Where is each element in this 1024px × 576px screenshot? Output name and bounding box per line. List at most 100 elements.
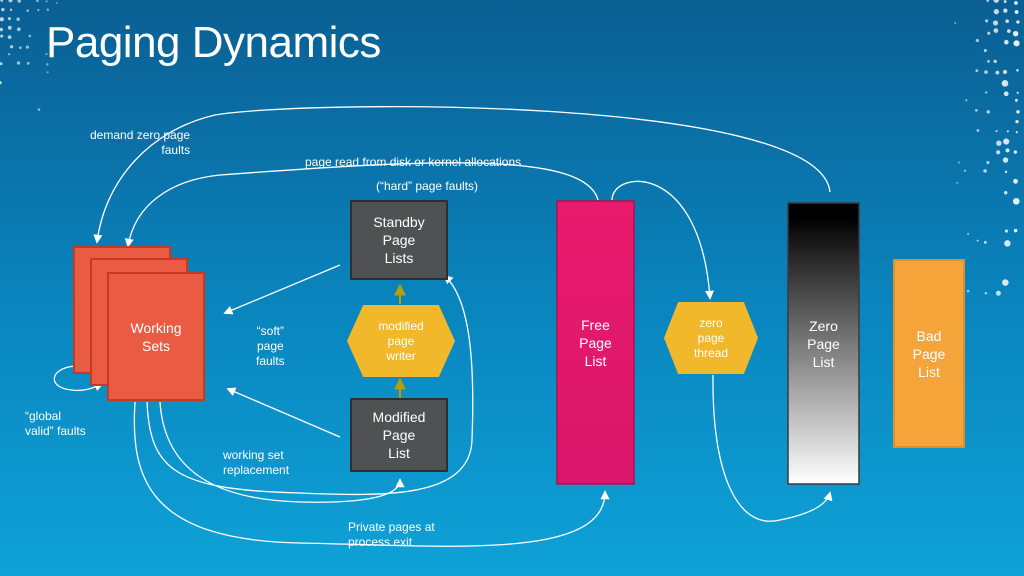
decor-dot (0, 17, 4, 22)
decor-dot (7, 35, 12, 40)
decor-dot (975, 38, 979, 43)
decor-dot (984, 70, 988, 74)
decor-dot (37, 8, 40, 12)
decor-dot (954, 21, 957, 24)
decor-dot (26, 61, 30, 65)
label-demand-zero-page-faults: demand zero page faults (90, 128, 191, 157)
decor-dot (16, 61, 21, 65)
decor-dot (55, 1, 58, 4)
decor-dot (1013, 40, 1020, 47)
decor-dot (1005, 148, 1010, 153)
decor-dot (1015, 98, 1018, 102)
decor-dot (996, 140, 1002, 146)
decor-dot (1001, 80, 1009, 87)
arrow-soft-standby (223, 264, 341, 315)
decor-dot (993, 9, 1000, 15)
decor-dot (995, 130, 998, 133)
decor-dot (986, 0, 989, 2)
modified-page-writer-hex: modified page writer (347, 305, 455, 377)
working-sets-box: Working Sets (107, 272, 205, 401)
decor-dot (1012, 30, 1019, 37)
decor-dot (983, 240, 987, 244)
decor-dot (987, 31, 991, 35)
decor-dot (1005, 19, 1009, 23)
decor-dot (36, 0, 39, 3)
decor-dot (974, 109, 978, 112)
decor-dot (995, 290, 1001, 296)
decor-dot (17, 0, 22, 3)
decor-dot (10, 45, 14, 49)
arrow-to-standby (146, 274, 474, 496)
arrow-zero-thread-to-zero-list (712, 374, 833, 522)
decor-dot (45, 53, 48, 56)
decor-dot (8, 53, 11, 56)
decor-dot (993, 0, 1000, 3)
decor-dot (1004, 240, 1011, 247)
decor-dot (976, 128, 980, 132)
decor-dot (1016, 69, 1019, 72)
slide-title: Paging Dynamics (46, 18, 381, 67)
arrow-private-pages (133, 401, 610, 547)
decor-dot (1013, 178, 1018, 184)
decor-dot (16, 27, 21, 32)
decor-dot (1004, 229, 1009, 233)
decor-dot (19, 46, 22, 49)
decor-dot (983, 169, 987, 173)
arrow-ws-replacement (159, 401, 405, 503)
decor-dot (1013, 150, 1018, 154)
decor-dot (1016, 20, 1020, 24)
decor-dot (1016, 110, 1020, 114)
decor-dot (986, 110, 990, 114)
zero-page-list-text: Zero Page List (788, 316, 859, 372)
label-global-valid-faults: “global valid” faults (25, 409, 86, 438)
decor-dot (37, 108, 41, 112)
decor-dot (1004, 170, 1008, 174)
decor-dot (8, 0, 13, 3)
decor-dot (995, 70, 1000, 75)
arrow-demand-zero (93, 106, 831, 244)
decor-dot (1003, 0, 1007, 3)
decor-dot (26, 9, 29, 12)
zero-page-thread-label: zero page thread (693, 315, 729, 360)
decor-dot (7, 17, 11, 21)
decor-dot (46, 8, 50, 12)
decor-dot (1016, 91, 1019, 94)
decor-dot (957, 161, 960, 164)
decor-dot (966, 289, 970, 293)
decor-dot (0, 27, 3, 32)
decor-dot (993, 59, 997, 64)
label-page-read-from-disk: page read from disk or kernel allocation… (305, 155, 522, 169)
decor-dot (1004, 39, 1009, 45)
decor-dot (1002, 279, 1009, 286)
decor-dot (16, 17, 20, 21)
decor-dot (975, 69, 979, 73)
decor-dot (1015, 120, 1019, 124)
label-private-pages-at-exit: Private pages at process exit (348, 520, 435, 549)
label-soft-page-faults: “soft” page faults (256, 324, 285, 368)
decor-dot (0, 81, 2, 85)
decor-dot (985, 91, 988, 94)
standby-page-lists-label: Standby Page Lists (373, 214, 425, 266)
decor-dot (28, 34, 32, 38)
modified-page-writer-label: modified page writer (378, 318, 424, 363)
decor-dot (992, 20, 999, 26)
decor-dot (0, 62, 3, 66)
decor-dot (1004, 191, 1008, 195)
zero-page-thread-hex: zero page thread (664, 302, 758, 374)
decor-dot (0, 0, 4, 2)
decor-dot (993, 28, 999, 33)
modified-page-list-box: Modified Page List (350, 398, 448, 472)
free-page-list-label: Free Page List (579, 317, 612, 369)
decor-dot (7, 25, 12, 30)
decor-dot (1002, 157, 1009, 163)
decor-dot (956, 181, 959, 184)
decor-dot (963, 169, 967, 172)
zero-page-list-label: Zero Page List (807, 318, 840, 370)
modified-page-list-label: Modified Page List (372, 409, 426, 461)
decor-dot (987, 60, 990, 63)
decor-dot (9, 8, 13, 12)
standby-page-lists-box: Standby Page Lists (350, 200, 448, 280)
arrow-page-read (124, 162, 599, 248)
decor-dot (1003, 138, 1010, 145)
